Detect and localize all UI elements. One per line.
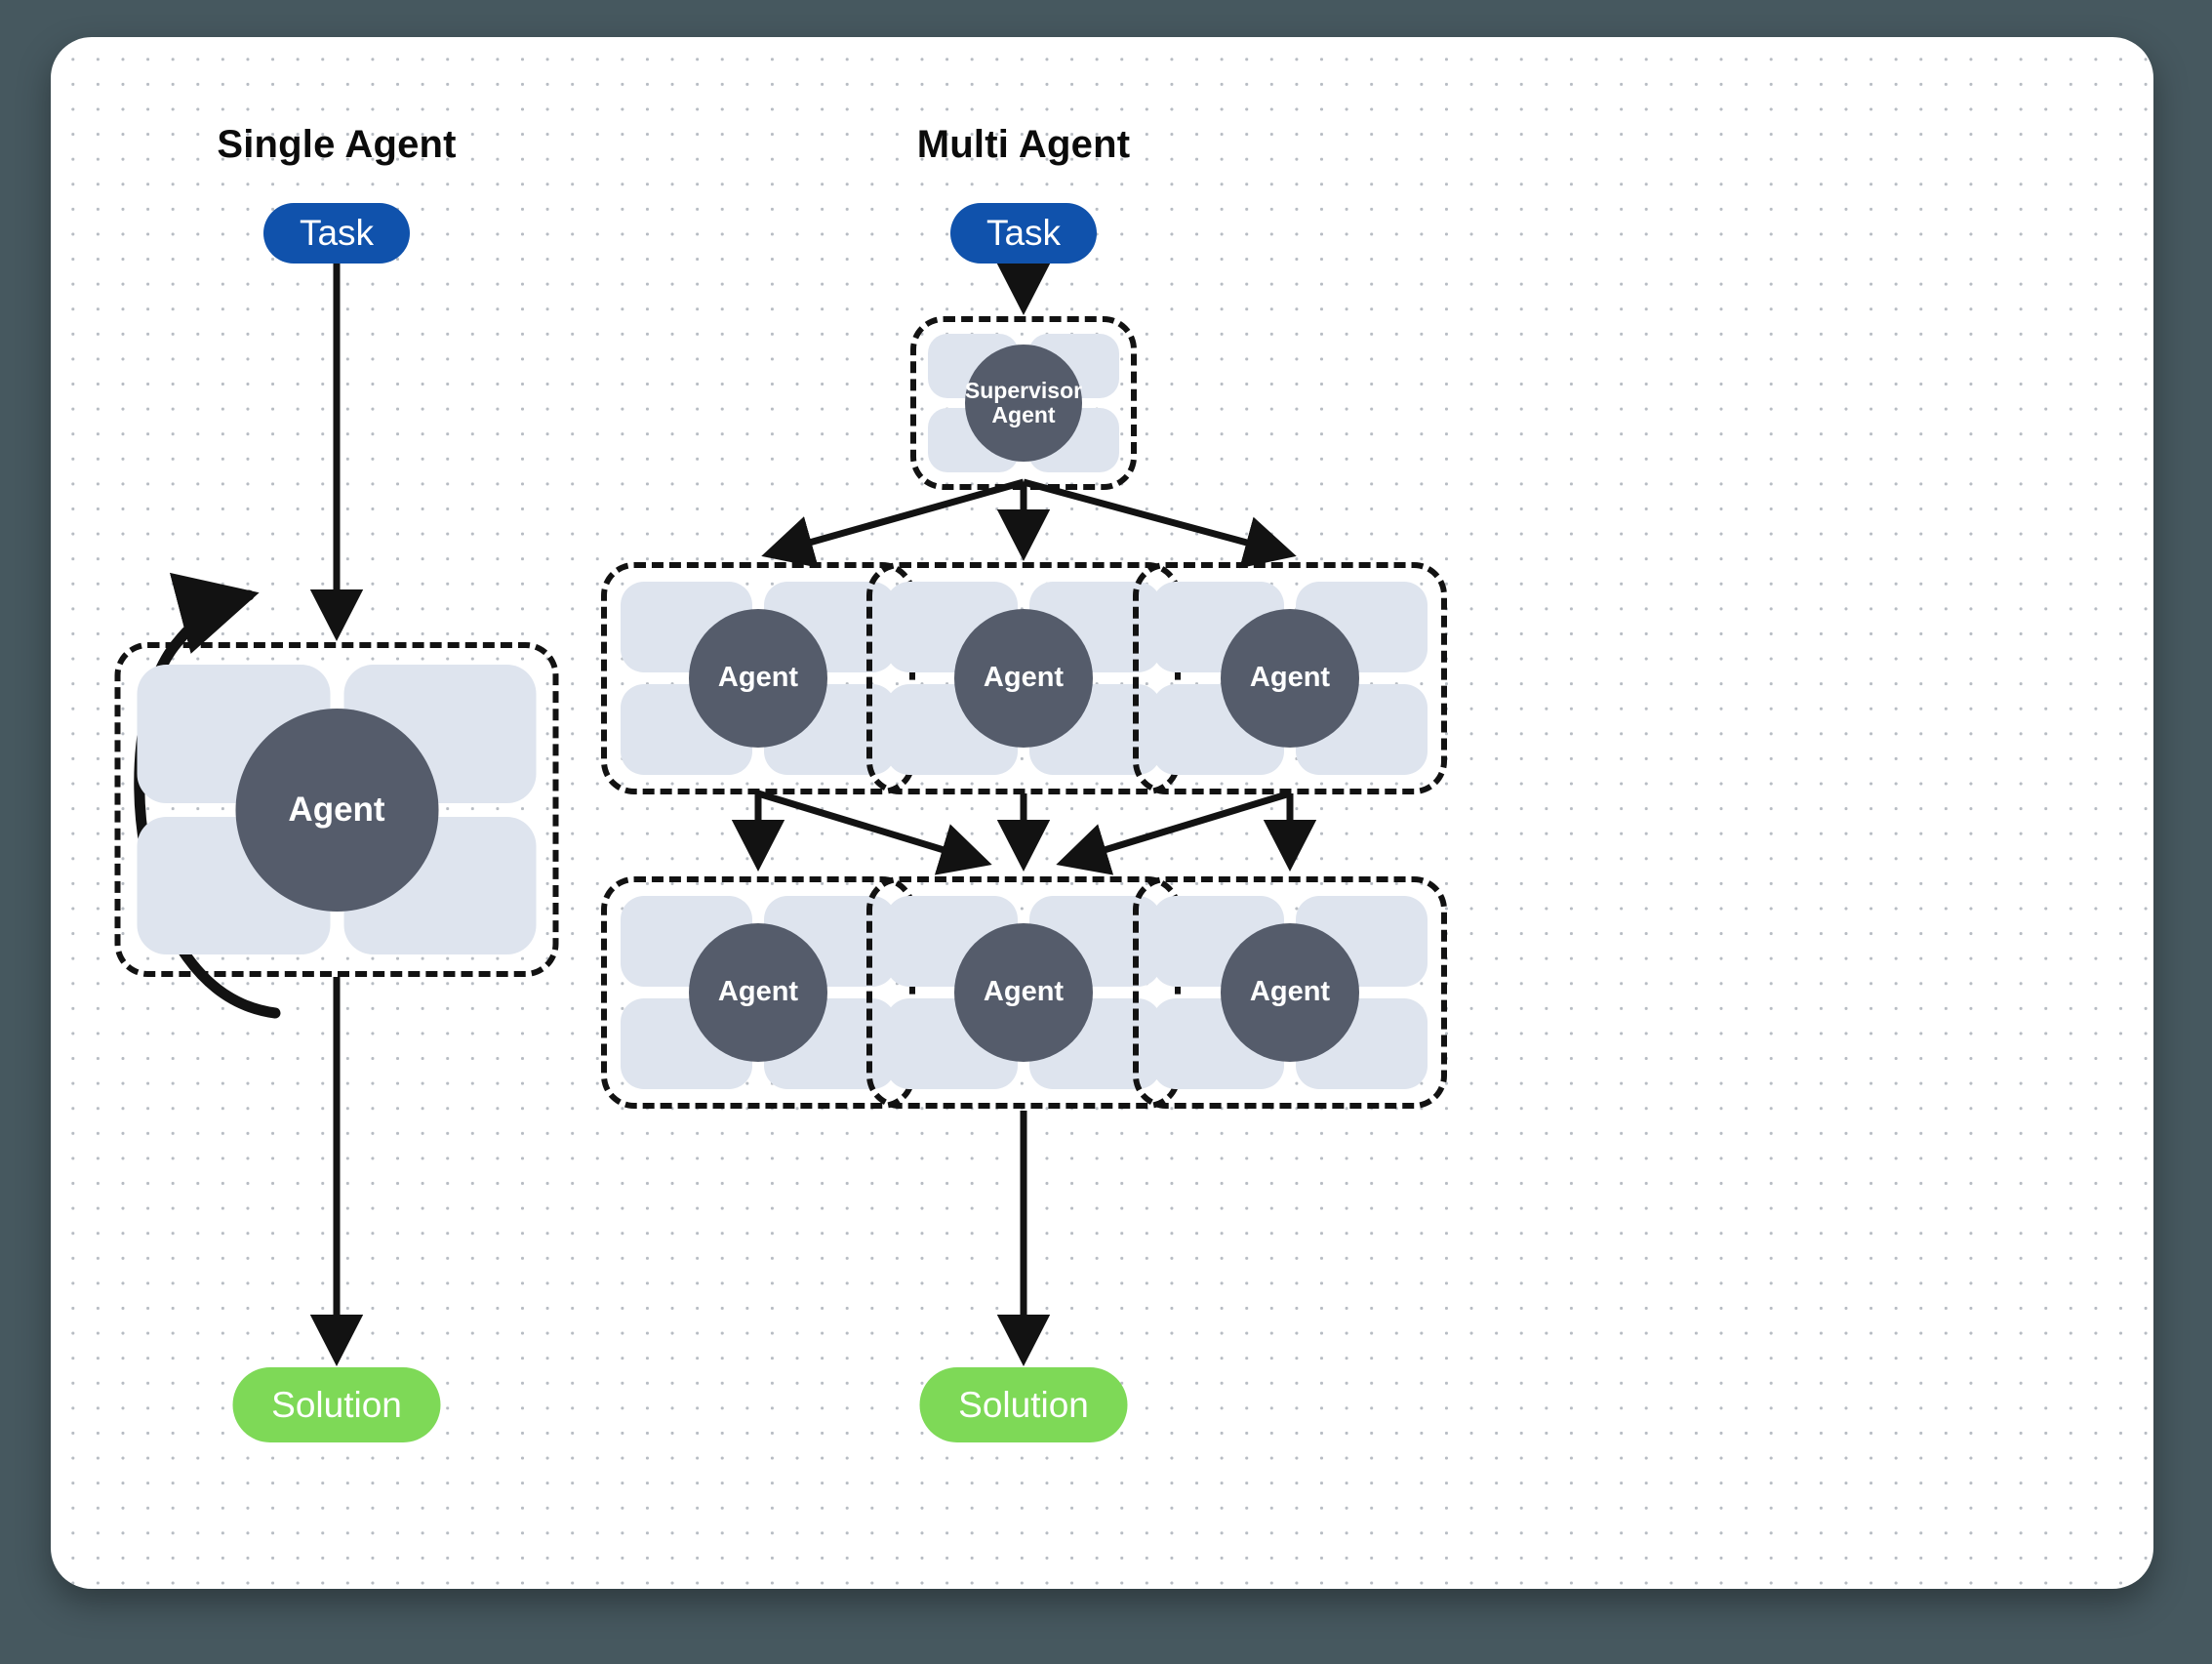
agent-circle-label: Agent <box>235 708 438 912</box>
agent-node-r1c1[interactable]: Agent <box>601 562 915 794</box>
panel-title-multi-agent: Multi Agent <box>916 123 1131 166</box>
diagram-nodes: Single Agent Task Agent Solution Multi A… <box>51 37 2153 1589</box>
supervisor-agent-node[interactable]: Supervisor Agent <box>910 316 1137 490</box>
agent-circle-label: Agent <box>954 609 1093 748</box>
solution-node-single[interactable]: Solution <box>232 1367 441 1442</box>
solution-node-multi[interactable]: Solution <box>919 1367 1128 1442</box>
panel-title-single-agent: Single Agent <box>217 123 457 166</box>
agent-circle-label: Agent <box>689 609 827 748</box>
agent-node-r2c3[interactable]: Agent <box>1133 876 1447 1109</box>
edge-supervisor-to-agent-r1c1 <box>761 478 1025 568</box>
task-node-multi[interactable]: Task <box>950 203 1097 264</box>
agent-circle-label: Agent <box>689 923 827 1062</box>
agent-circle-label: Agent <box>1221 609 1359 748</box>
agent-circle-label: Agent <box>954 923 1093 1062</box>
agent-node-r1c3[interactable]: Agent <box>1133 562 1447 794</box>
agent-node-r2c2[interactable]: Agent <box>866 876 1181 1109</box>
supervisor-label-line-1: Supervisor <box>964 378 1083 404</box>
supervisor-agent-circle: Supervisor Agent <box>965 345 1082 462</box>
diagram-card: Single Agent Task Agent Solution Multi A… <box>51 37 2153 1589</box>
supervisor-label-line-2: Agent <box>991 402 1056 427</box>
edge-agent-r1c1-to-r2c2 <box>756 790 992 875</box>
edge-agent-r1c3-to-r2c2 <box>1056 790 1292 875</box>
agent-node-single[interactable]: Agent <box>114 642 559 977</box>
task-node-single[interactable]: Task <box>263 203 410 264</box>
edge-supervisor-to-agent-r1c3 <box>1023 478 1297 569</box>
agent-node-r1c2[interactable]: Agent <box>866 562 1181 794</box>
agent-circle-label: Agent <box>1221 923 1359 1062</box>
agent-node-r2c1[interactable]: Agent <box>601 876 915 1109</box>
